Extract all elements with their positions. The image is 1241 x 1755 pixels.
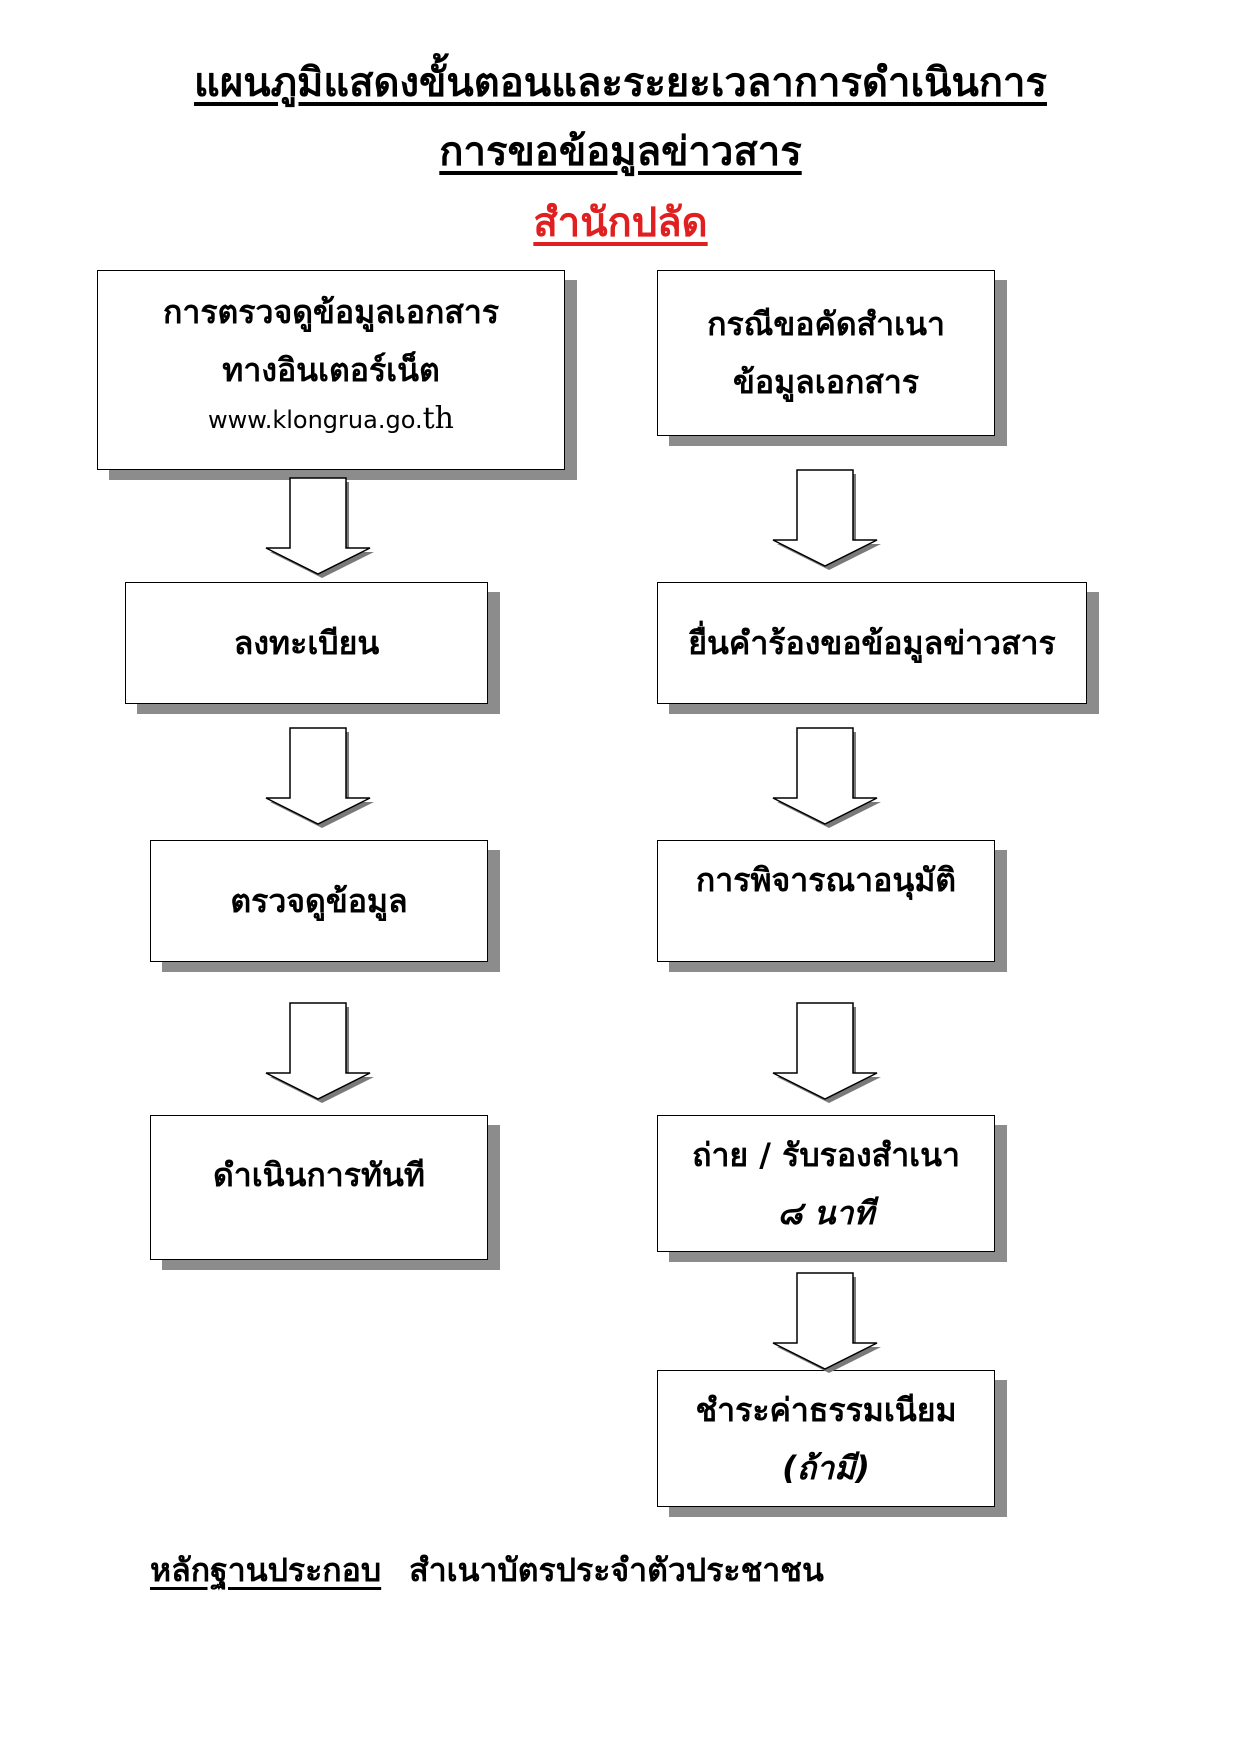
down-arrow-icon — [265, 1002, 374, 1103]
left-step-3-label: ตรวจดูข้อมูล — [230, 882, 408, 920]
down-arrow-icon — [772, 1272, 881, 1373]
chart-title: แผนภูมิแสดงขั้นตอนและระยะเวลาการดำเนินกา… — [0, 58, 1241, 108]
left-step-1-line-2: ทางอินเตอร์เน็ต — [222, 351, 440, 389]
down-arrow-icon — [772, 469, 881, 570]
supporting-documents: หลักฐานประกอบ สำเนาบัตรประจำตัวประชาชน — [150, 1545, 824, 1595]
right-step-5-line-1: ชำระค่าธรรมเนียม — [695, 1390, 957, 1429]
title-line-1: แผนภูมิแสดงขั้นตอนและระยะเวลาการดำเนินกา… — [194, 60, 1047, 106]
supporting-documents-label: หลักฐานประกอบ — [150, 1551, 382, 1589]
down-arrow-icon — [265, 727, 374, 828]
website-url-tld: th — [422, 401, 454, 436]
left-step-internet-check: การตรวจดูข้อมูลเอกสาร ทางอินเตอร์เน็ต ww… — [97, 270, 565, 470]
left-step-4-label: ดำเนินการทันที — [212, 1156, 426, 1194]
title-line-3: สำนักปลัด — [533, 200, 708, 246]
right-step-5-line-2: (ถ้ามี) — [782, 1448, 870, 1487]
website-url-host: www.klongrua.go. — [208, 406, 423, 434]
down-arrow-icon — [772, 1002, 881, 1103]
right-step-copy-certify: ถ่าย / รับรองสำเนา ๘ นาที — [657, 1115, 995, 1252]
right-step-1-line-1: กรณีขอคัดสำเนา — [707, 305, 945, 343]
left-step-register: ลงทะเบียน — [125, 582, 488, 704]
right-step-2-label: ยื่นคำร้องขอข้อมูลข่าวสาร — [688, 624, 1056, 662]
right-step-copy-request: กรณีขอคัดสำเนา ข้อมูลเอกสาร — [657, 270, 995, 436]
left-step-proceed-immediately: ดำเนินการทันที — [150, 1115, 488, 1260]
chart-subtitle: การขอข้อมูลข่าวสาร — [0, 127, 1241, 177]
right-step-4-line-1: ถ่าย / รับรองสำเนา — [692, 1135, 960, 1174]
department-title: สำนักปลัด — [0, 198, 1241, 248]
down-arrow-icon — [265, 477, 374, 578]
right-step-1-line-2: ข้อมูลเอกสาร — [732, 363, 919, 401]
down-arrow-icon — [772, 727, 881, 828]
supporting-documents-value: สำเนาบัตรประจำตัวประชาชน — [409, 1551, 824, 1589]
website-url: www.klongrua.go.th — [208, 399, 454, 440]
left-step-1-line-1: การตรวจดูข้อมูลเอกสาร — [162, 293, 499, 331]
right-step-3-label: การพิจารณาอนุมัติ — [695, 861, 957, 899]
left-step-view-data: ตรวจดูข้อมูล — [150, 840, 488, 962]
left-step-2-label: ลงทะเบียน — [233, 624, 380, 662]
right-step-approval: การพิจารณาอนุมัติ — [657, 840, 995, 962]
right-step-pay-fee: ชำระค่าธรรมเนียม (ถ้ามี) — [657, 1370, 995, 1507]
title-line-2: การขอข้อมูลข่าวสาร — [439, 129, 802, 175]
right-step-4-duration: ๘ นาที — [777, 1193, 875, 1232]
right-step-submit-request: ยื่นคำร้องขอข้อมูลข่าวสาร — [657, 582, 1087, 704]
